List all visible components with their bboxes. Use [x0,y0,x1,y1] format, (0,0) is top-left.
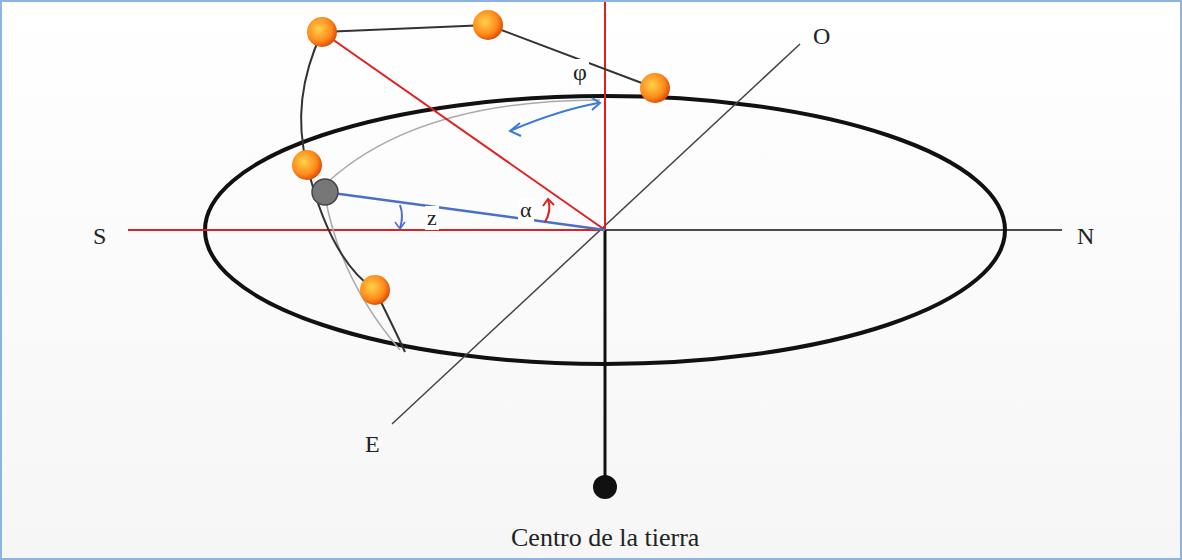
angle-symbol: φ [571,59,589,85]
angle-symbol: α [518,198,534,222]
direction-label: E [363,431,382,457]
direction-label: O [811,23,832,49]
center-label: Centro de la tierra [509,524,701,552]
direction-label: S [91,223,108,249]
direction-label: N [1075,223,1096,249]
angle-symbol: z [425,206,439,230]
